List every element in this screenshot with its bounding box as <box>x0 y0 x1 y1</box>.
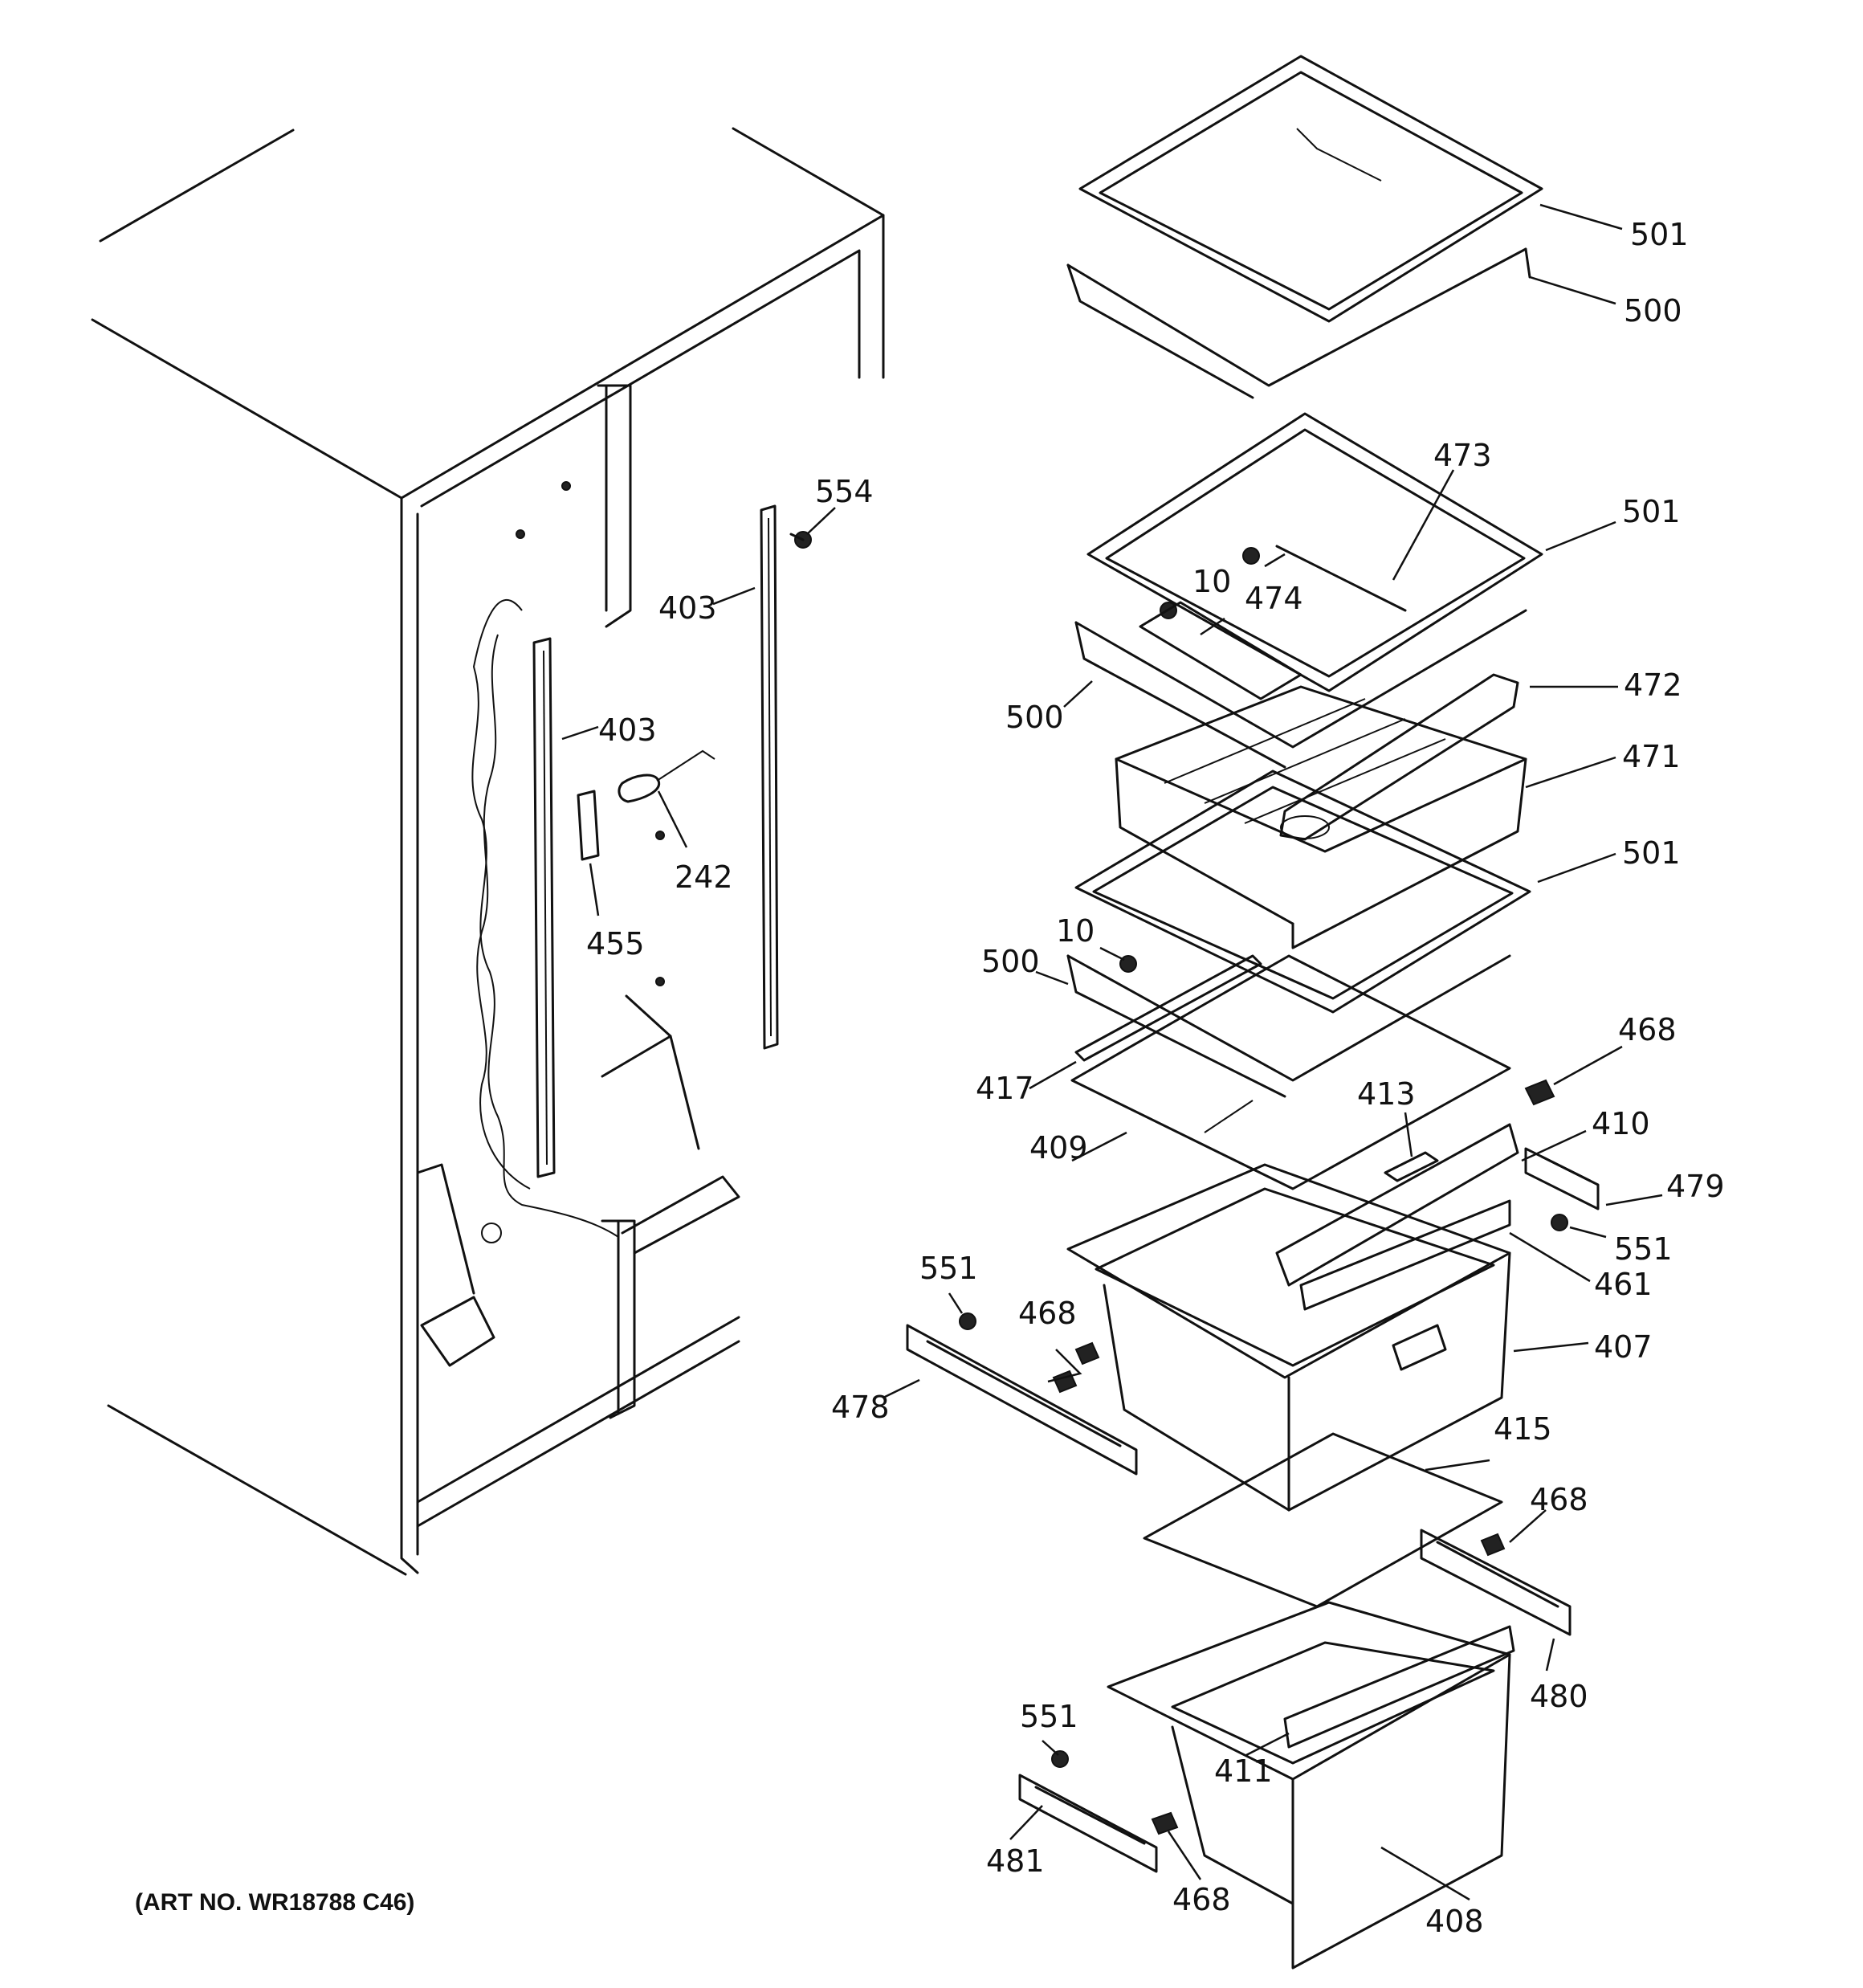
rail-403-left <box>532 637 556 1178</box>
callout-403-right: 403 <box>658 590 717 626</box>
callout-473: 473 <box>1433 438 1492 473</box>
callout-403-left: 403 <box>598 712 657 748</box>
drawer-407 <box>1066 1163 1511 1512</box>
glass-415 <box>1143 1432 1503 1608</box>
callout-479: 479 <box>1666 1169 1725 1204</box>
shelf-bracket-500-middle <box>1074 609 1527 769</box>
screw-551-right <box>1551 1214 1568 1231</box>
glass-shelf-409 <box>1070 954 1511 1190</box>
callout-407: 407 <box>1594 1329 1653 1365</box>
shelf-frame-501-lower <box>1074 769 1531 1014</box>
callout-labels: 501 500 473 501 554 403 10 474 472 500 4… <box>586 217 1725 1939</box>
caps-468-middle <box>1052 1341 1100 1394</box>
slide-478 <box>906 1324 1138 1476</box>
callout-408: 408 <box>1425 1904 1484 1939</box>
shelf-frame-501-middle <box>1086 412 1543 692</box>
callout-474: 474 <box>1245 581 1303 616</box>
bracket-474 <box>1139 601 1302 700</box>
callout-413: 413 <box>1357 1076 1416 1112</box>
leader-lines <box>561 203 1663 1901</box>
callout-500-lower: 500 <box>981 944 1040 979</box>
slide-481 <box>1018 1774 1158 1873</box>
rail-417 <box>1074 954 1262 1062</box>
refrigerator-cabinet <box>91 127 885 1576</box>
callout-10-lower: 10 <box>1056 913 1095 949</box>
callout-411: 411 <box>1214 1753 1273 1789</box>
callout-478: 478 <box>831 1390 890 1425</box>
callout-551-right: 551 <box>1614 1231 1673 1267</box>
callout-501-lower: 501 <box>1622 835 1681 871</box>
cover-472 <box>1279 673 1519 841</box>
screw-551-left <box>959 1312 976 1330</box>
glass-shelf-473 <box>1275 545 1407 612</box>
shelf-frame-501-top <box>1078 55 1543 323</box>
callout-501-top: 501 <box>1630 217 1689 252</box>
slide-479 <box>1524 1147 1600 1210</box>
callout-410: 410 <box>1592 1106 1650 1141</box>
cap-468-upper-right <box>1524 1079 1555 1106</box>
art-number-label: (ART NO. WR18788 C46) <box>135 1889 415 1916</box>
pan-471 <box>1115 685 1527 949</box>
callout-455: 455 <box>586 926 645 961</box>
callout-554: 554 <box>815 474 874 509</box>
callout-242: 242 <box>675 859 733 895</box>
light-socket-455 <box>577 790 600 861</box>
callout-471: 471 <box>1622 739 1681 774</box>
cover-410 <box>1275 1123 1519 1287</box>
shelf-bracket-500-top <box>1066 247 1531 399</box>
callout-461: 461 <box>1594 1267 1653 1302</box>
rail-403-right <box>760 504 779 1050</box>
callout-415: 415 <box>1494 1411 1552 1447</box>
screw-551-bottom <box>1051 1750 1069 1768</box>
callout-481: 481 <box>986 1843 1045 1879</box>
control-413 <box>1384 1151 1439 1182</box>
callout-468-upper-right: 468 <box>1618 1012 1677 1047</box>
callout-417: 417 <box>976 1071 1034 1106</box>
callout-468-lower-right: 468 <box>1530 1482 1588 1517</box>
callout-551-bottom: 551 <box>1020 1699 1078 1734</box>
callout-501-middle: 501 <box>1622 494 1681 529</box>
callout-500-middle: 500 <box>1005 700 1064 735</box>
callout-480: 480 <box>1530 1679 1588 1714</box>
shelf-bracket-500-lower <box>1066 954 1511 1098</box>
divider-411 <box>1283 1625 1515 1749</box>
cap-468-bottom <box>1151 1811 1179 1835</box>
cap-468-lower-right <box>1480 1533 1506 1557</box>
callout-472: 472 <box>1624 667 1682 703</box>
screw-554 <box>789 531 812 549</box>
bulb-242 <box>618 749 715 803</box>
callout-10-upper: 10 <box>1192 564 1231 599</box>
callout-409: 409 <box>1029 1130 1088 1165</box>
callout-468-bottom: 468 <box>1172 1882 1231 1917</box>
slide-480 <box>1420 1529 1572 1636</box>
callout-500-top: 500 <box>1624 293 1682 329</box>
drawer-408 <box>1107 1601 1511 1970</box>
callout-551-left: 551 <box>919 1251 978 1286</box>
callout-468-middle: 468 <box>1018 1296 1077 1331</box>
